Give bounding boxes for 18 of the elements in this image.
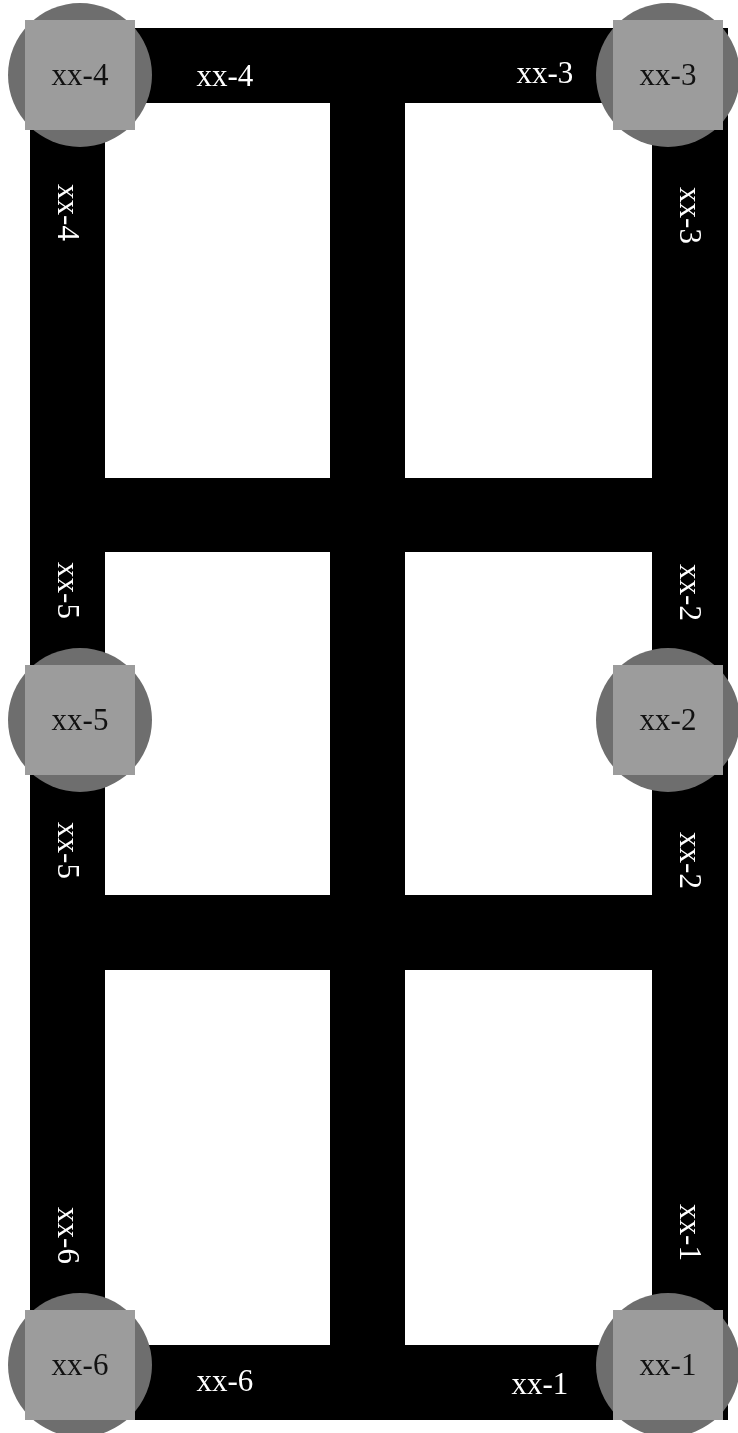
band-label: xx-4 <box>52 183 84 241</box>
band-label: xx-1 <box>674 1203 706 1261</box>
band-label: xx-1 <box>511 1367 569 1399</box>
band-label: xx-3 <box>516 56 574 88</box>
band-label: xx-6 <box>52 1206 84 1264</box>
band-label: xx-2 <box>674 831 706 889</box>
station-tag: xx-5 <box>25 665 135 775</box>
station-tag: xx-3 <box>613 20 723 130</box>
station-tag: xx-4 <box>25 20 135 130</box>
band-label: xx-4 <box>196 59 254 91</box>
band-label: xx-2 <box>674 563 706 621</box>
band-label: xx-6 <box>196 1364 254 1396</box>
station-tag: xx-1 <box>613 1310 723 1420</box>
band-label: xx-3 <box>674 186 706 244</box>
station-tag: xx-2 <box>613 665 723 775</box>
band-label: xx-5 <box>52 821 84 879</box>
station-tag: xx-6 <box>25 1310 135 1420</box>
band-label: xx-5 <box>52 561 84 619</box>
